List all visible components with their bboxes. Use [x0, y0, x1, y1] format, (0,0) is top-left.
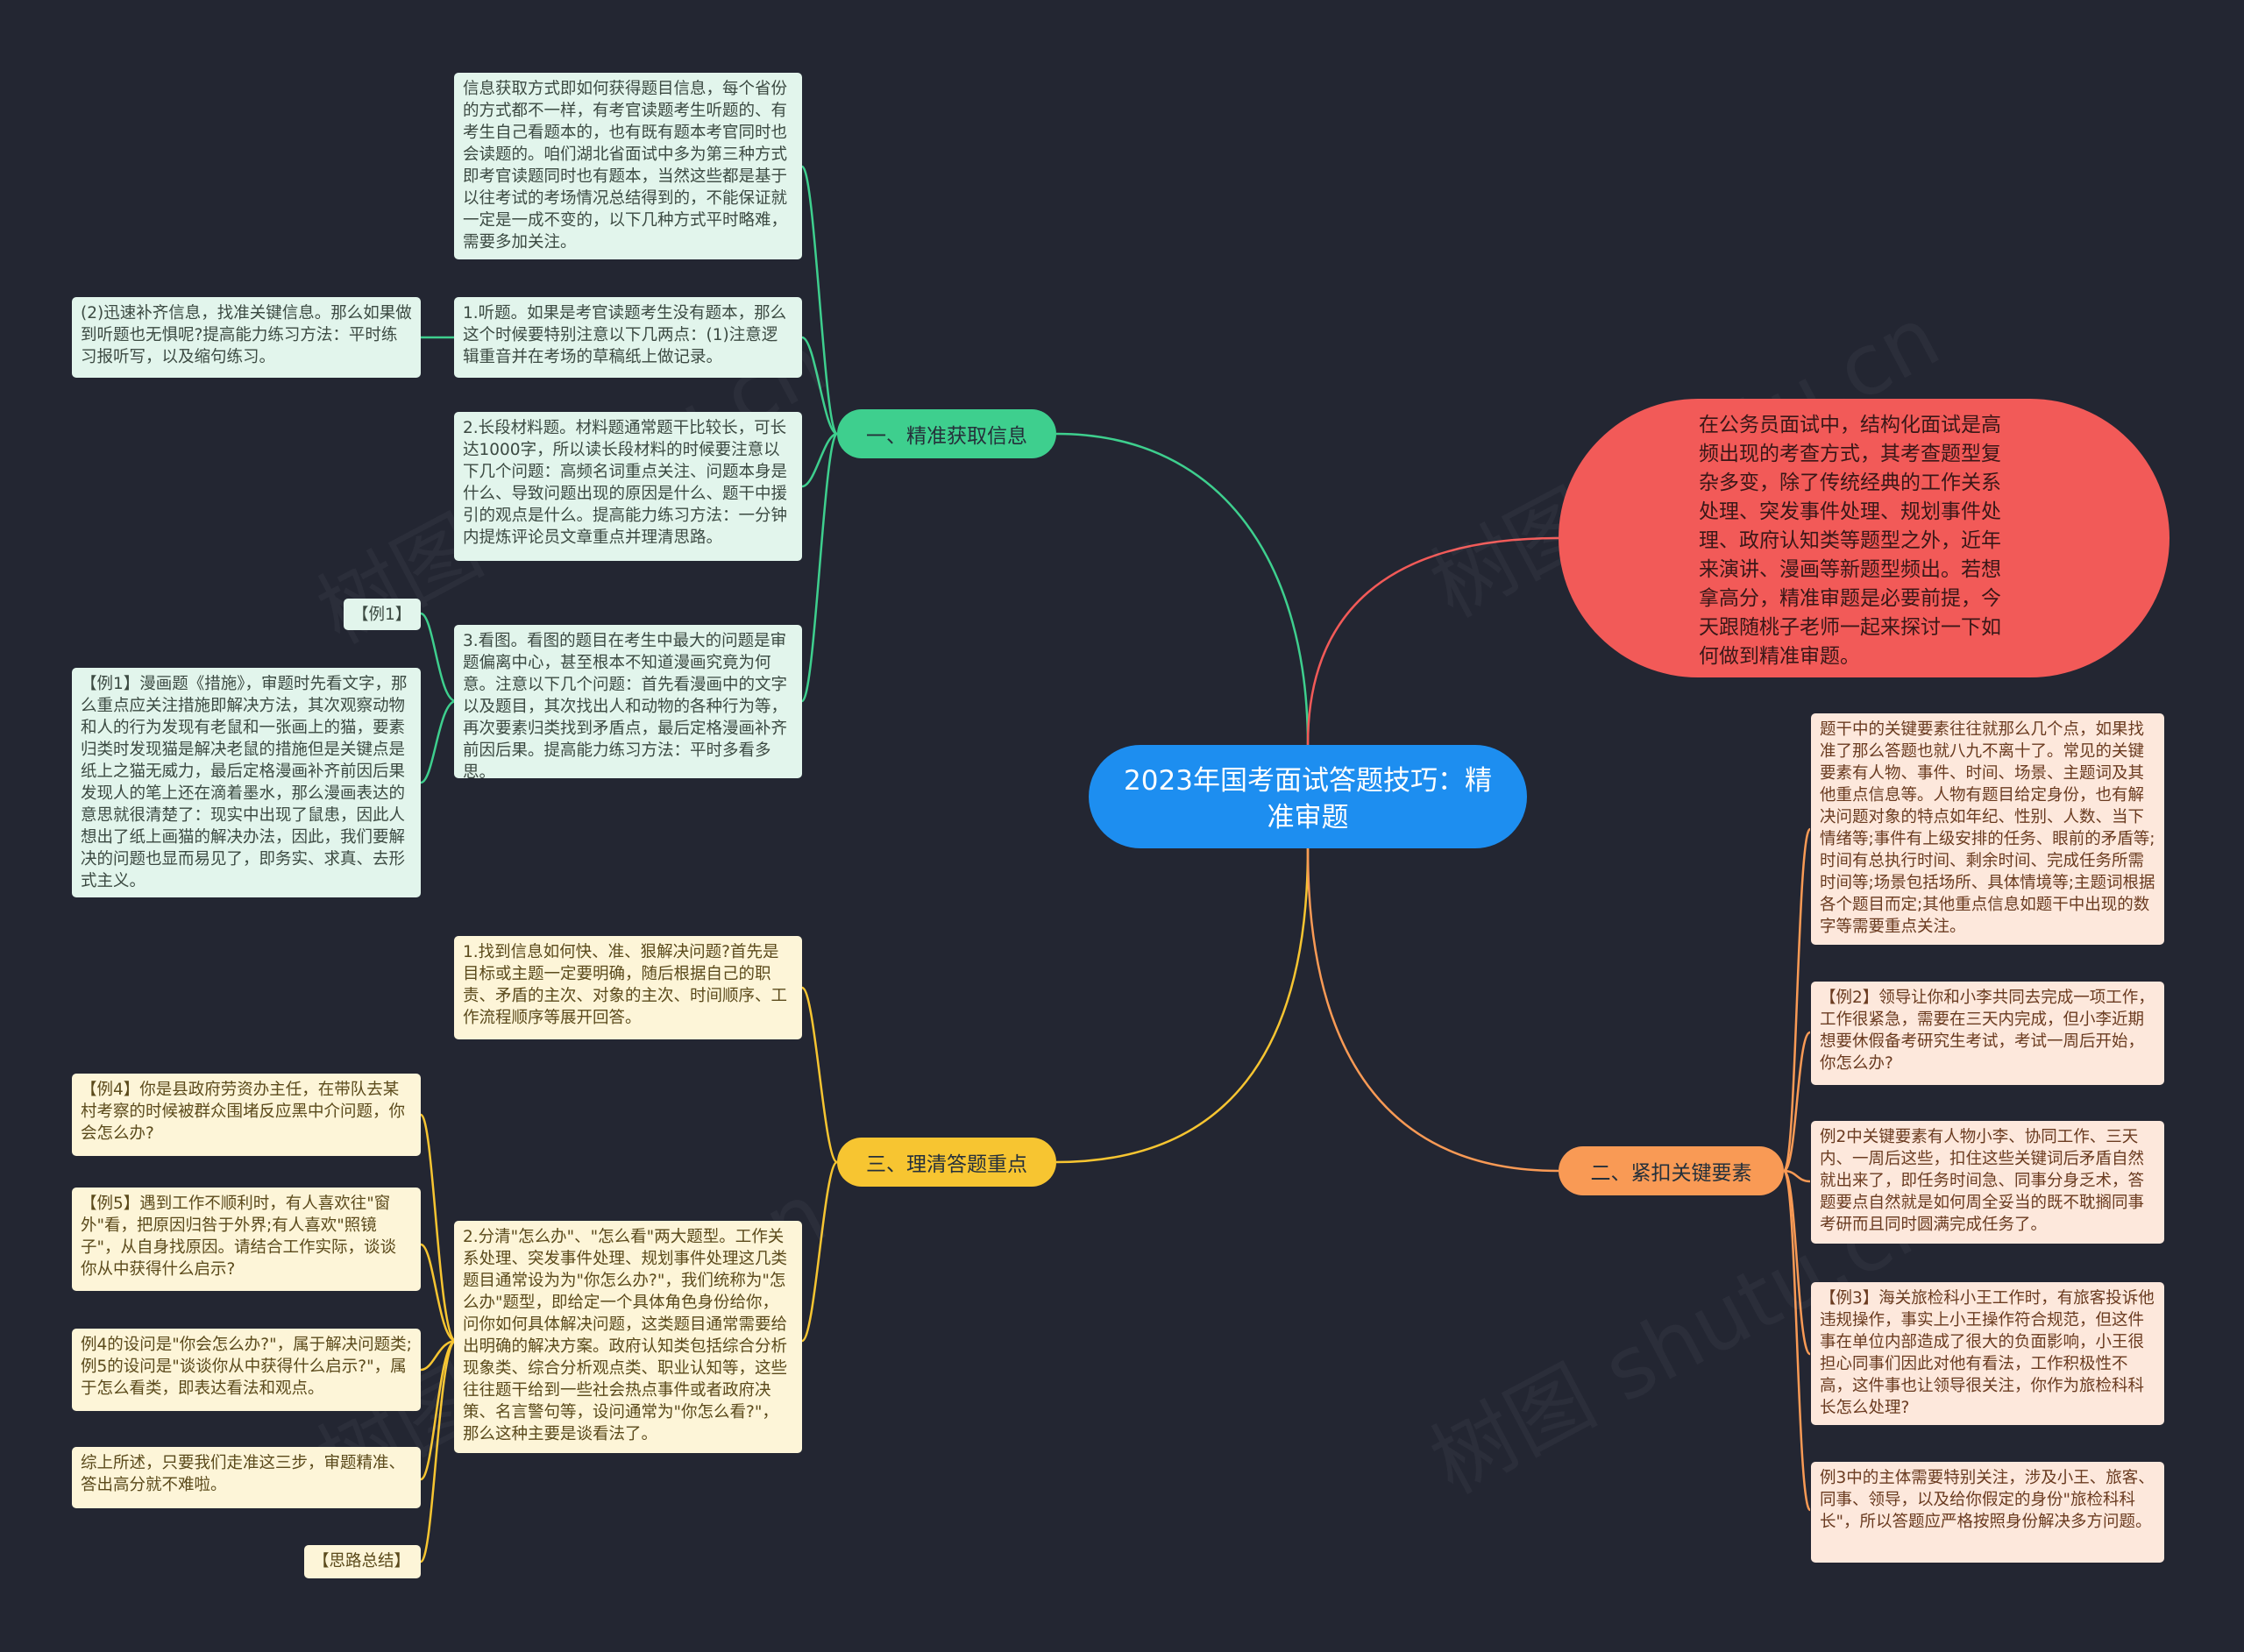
branch-1-label[interactable]: 一、精准获取信息: [837, 409, 1056, 458]
branch-3-node-question-types[interactable]: 2.分清"怎么办"、"怎么看"两大题型。工作关系处理、突发事件处理、规划事件处理…: [454, 1221, 802, 1453]
branch-3-node-fast-accurate[interactable]: 1.找到信息如何快、准、狠解决问题?首先是目标或主题一定要明确，随后根据自己的职…: [454, 936, 802, 1039]
branch-1-node-example-1[interactable]: 【例1】漫画题《措施》，审题时先看文字，那么重点应关注措施即解决方法，其次观察动…: [72, 668, 421, 897]
link-center-intro: [1306, 536, 1559, 746]
branch-1-node-info-method[interactable]: 信息获取方式即如何获得题目信息，每个省份的方式都不一样，有考官读题考生听题的、有…: [454, 73, 802, 259]
branch-3-node-example-analysis[interactable]: 例4的设问是"你会怎么办?"，属于解决问题类;例5的设问是"谈谈你从中获得什么启…: [72, 1329, 421, 1411]
branch-3-node-example-4[interactable]: 【例4】你是县政府劳资办主任，在带队去某村考察的时候被群众围堵反应黑中介问题，你…: [72, 1074, 421, 1156]
link-center-branch1: [1055, 432, 1310, 746]
branch-1-node-example-1-tag[interactable]: 【例1】: [344, 599, 421, 630]
link-center-branch3: [1055, 847, 1310, 1164]
central-topic[interactable]: 2023年国考面试答题技巧：精准审题: [1089, 745, 1527, 848]
branch-2-node-example-3-analysis[interactable]: 例3中的主体需要特别关注，涉及小王、旅客、同事、领导，以及给你假定的身份"旅检科…: [1811, 1462, 2164, 1563]
branch-1-node-listening-tip[interactable]: (2)迅速补齐信息，找准关键信息。那么如果做到听题也无惧呢?提高能力练习方法：平…: [72, 297, 421, 378]
branch-3-label[interactable]: 三、理清答题重点: [837, 1138, 1056, 1187]
branch-1-node-listening[interactable]: 1.听题。如果是考官读题考生没有题本，那么这个时候要特别注意以下几两点：(1)注…: [454, 297, 802, 378]
branch-3-node-summary[interactable]: 综上所述，只要我们走准这三步，审题精准、答出高分就不难啦。: [72, 1447, 421, 1508]
intro-node[interactable]: 在公务员面试中，结构化面试是高频出现的考查方式，其考查题型复杂多变，除了传统经典…: [1559, 399, 2169, 677]
branch-2-node-example-3[interactable]: 【例3】海关旅检科小王工作时，有旅客投诉他违规操作，事实上小王操作符合规范，但这…: [1811, 1282, 2164, 1425]
branch-1-node-long-material[interactable]: 2.长段材料题。材料题通常题干比较长，可长达1000字，所以读长段材料的时候要注…: [454, 412, 802, 561]
branch-2-label[interactable]: 二、紧扣关键要素: [1559, 1146, 1784, 1195]
branch-2-node-example-2-analysis[interactable]: 例2中关键要素有人物小李、协同工作、三天内、一周后这些，扣住这些关键词后矛盾自然…: [1811, 1121, 2164, 1244]
link-center-branch2: [1306, 847, 1559, 1173]
branch-3-node-summary-tag[interactable]: 【思路总结】: [304, 1545, 421, 1578]
branch-2-node-key-elements[interactable]: 题干中的关键要素往往就那么几个点，如果找准了那么答题也就八九不离十了。常见的关键…: [1811, 713, 2164, 945]
branch-2-node-example-2[interactable]: 【例2】领导让你和小李共同去完成一项工作，工作很紧急，需要在三天内完成，但小李近…: [1811, 982, 2164, 1085]
branch-1-node-picture[interactable]: 3.看图。看图的题目在考生中最大的问题是审题偏离中心，甚至根本不知道漫画究竟为何…: [454, 625, 802, 782]
branch-3-node-example-5[interactable]: 【例5】遇到工作不顺利时，有人喜欢往"窗外"看，把原因归咎于外界;有人喜欢"照镜…: [72, 1188, 421, 1291]
